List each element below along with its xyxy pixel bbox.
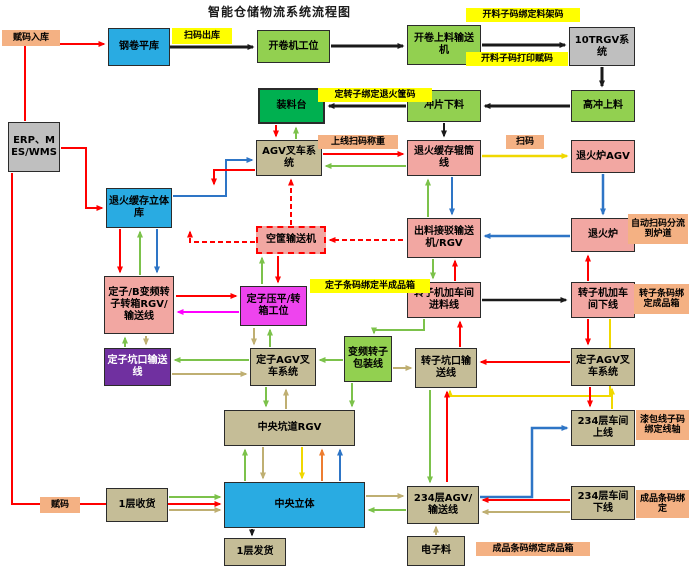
flow-arrow-red	[211, 169, 255, 186]
node-agv-forklift-system: AGV叉车系统	[256, 140, 322, 176]
flow-arrow-green	[371, 319, 425, 335]
label-finished-bind-box: 成品条码绑定成品箱	[476, 542, 590, 556]
node-floor-234-workshop-offline: 234层车间下线	[571, 486, 635, 520]
node-electronic-material: 电子料	[407, 536, 465, 566]
label-online-scan-weigh: 上线扫码称重	[318, 135, 398, 149]
flow-arrow-red	[61, 147, 104, 211]
flow-arrow-red	[24, 41, 106, 121]
flow-arrow-red	[187, 230, 255, 243]
node-rotor-machining-offline: 转子机加车间下线	[571, 282, 635, 318]
label-coding-inbound: 赋码入库	[2, 30, 60, 46]
node-stator-agv-forklift-right: 定子AGV叉车系统	[571, 348, 635, 386]
label-rotor-bind-box: 转子条码绑定成品箱	[634, 284, 689, 314]
flow-arrow-blue	[480, 425, 569, 499]
label-auto-scan-divert: 自动扫码分流到炉道	[628, 214, 688, 244]
diagram-title: 智能仓储物流系统流程图	[208, 5, 352, 19]
node-floor-1-receiving: 1层收货	[106, 488, 168, 522]
node-steel-coil-flat-warehouse: 钢卷平库	[108, 28, 170, 66]
flow-arrow-blue	[173, 157, 254, 197]
node-erp-mes-wms: ERP、MES/WMS	[8, 122, 60, 172]
node-empty-basket-conveyor: 空筐输送机	[256, 226, 326, 254]
label-bind-anneal-basket: 定转子绑定退火筐码	[318, 88, 432, 102]
node-uncoiler-station: 开卷机工位	[257, 30, 330, 63]
node-central-asrs: 中央立体	[224, 482, 365, 528]
node-rgv-10t-system: 10TRGV系统	[569, 27, 635, 66]
node-stator-press-station: 定子压平/转箱工位	[240, 286, 307, 326]
node-central-pit-rgv: 中央坑道RGV	[224, 410, 355, 446]
node-rotor-pit-conveyor: 转子坑口输送线	[415, 348, 477, 388]
label-bind-rack-code: 开料子码绑定料架码	[466, 8, 580, 22]
label-wire-bind-spool: 漆包线子码绑定线轴	[636, 410, 689, 440]
node-stator-vf-rotor-rgv-line: 定子/B变频转子转箱RGV/输送线	[104, 276, 174, 334]
node-floor-234-workshop-online: 234层车间上线	[571, 410, 635, 446]
label-scan-outbound: 扫码出库	[172, 28, 232, 44]
node-anneal-buffer-asrs: 退火缓存立体库	[106, 188, 172, 228]
label-stator-bind-semi-box: 定子条码绑定半成品箱	[310, 279, 430, 293]
label-coding: 赋码	[40, 497, 80, 513]
node-floor-1-shipping: 1层发货	[224, 538, 286, 566]
node-stator-agv-forklift-left: 定子AGV叉车系统	[250, 348, 316, 386]
node-anneal-furnace: 退火炉	[571, 218, 635, 252]
node-anneal-furnace-agv: 退火炉AGV	[571, 140, 635, 173]
node-agv-234-conveyor: 234层AGV/输送线	[407, 486, 479, 524]
label-print-code: 开料子码打印赋码	[466, 52, 568, 66]
label-finished-bind: 成品条码绑定	[636, 490, 689, 518]
node-high-punch-loading: 高冲上料	[571, 90, 635, 122]
node-anneal-buffer-roller-line: 退火缓存辊筒线	[407, 140, 481, 176]
node-loading-platform: 装料台	[258, 88, 325, 124]
node-vf-rotor-packing-line: 变频转子包装线	[344, 336, 392, 382]
label-scan: 扫码	[506, 135, 544, 149]
node-outfeed-transfer-rgv: 出料接驳输送机/RGV	[407, 218, 481, 258]
node-stator-pit-conveyor: 定子坑口输送线	[104, 348, 171, 386]
